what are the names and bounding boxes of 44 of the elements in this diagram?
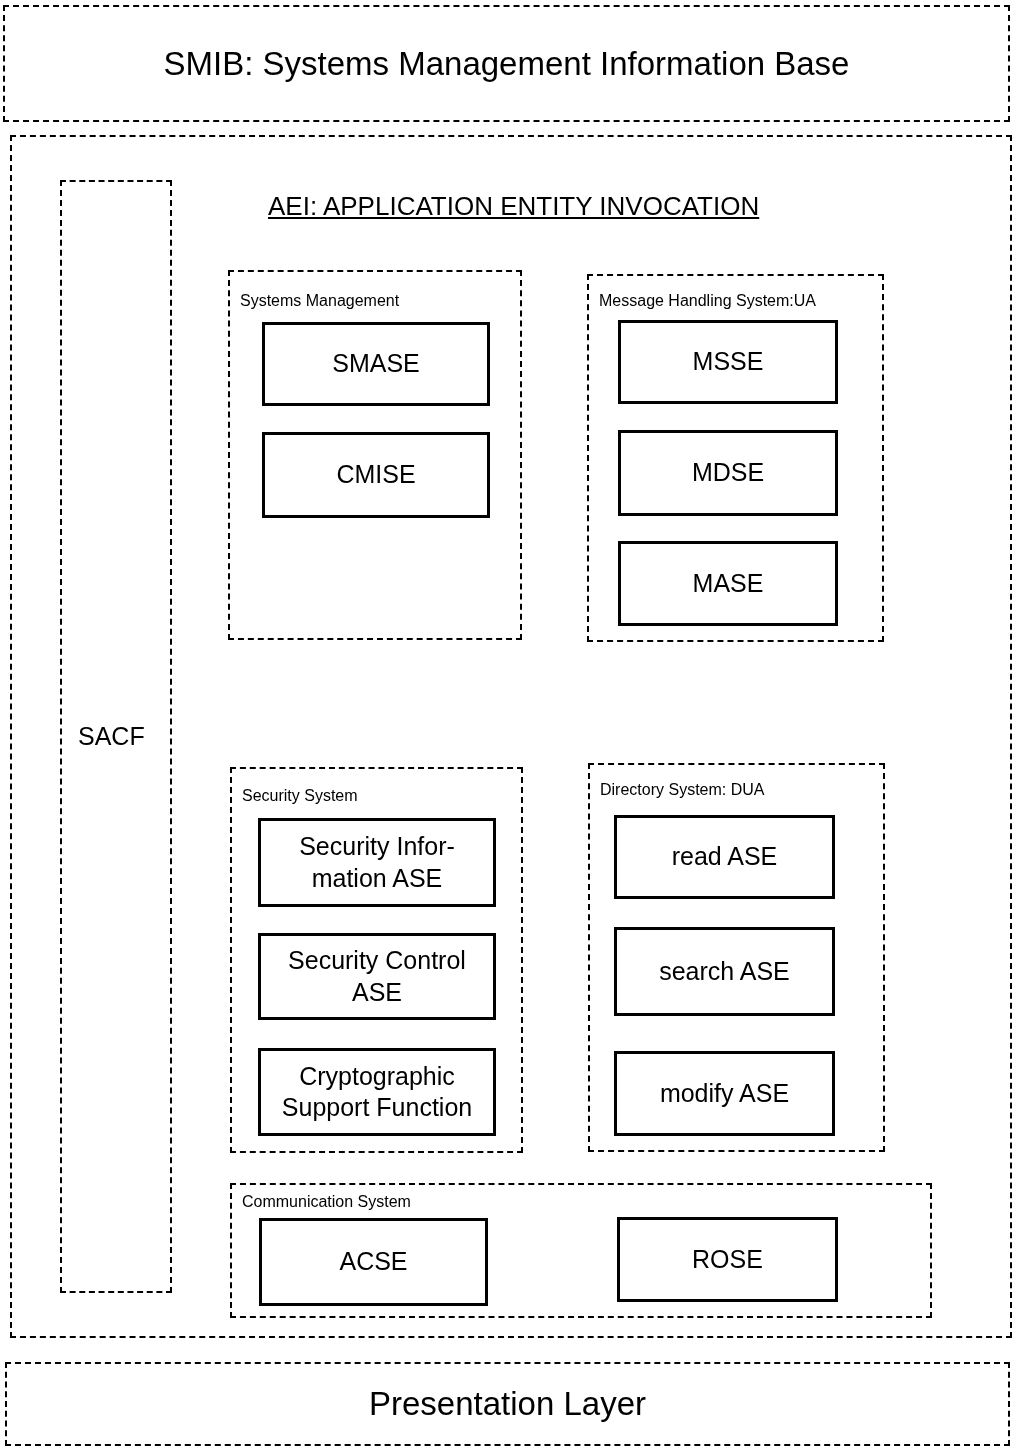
layer-band — [5, 1362, 1010, 1446]
column-label: SACF — [78, 722, 145, 751]
layer-band — [3, 5, 1010, 122]
group-heading: Security System — [242, 787, 358, 805]
frame-heading: AEI: APPLICATION ENTITY INVOCATION — [268, 191, 760, 222]
service-element-box — [618, 320, 838, 404]
control-column — [60, 180, 172, 1293]
element-label: Cryptographic Support Function — [280, 1060, 474, 1123]
service-element-box — [618, 541, 838, 626]
entity-frame — [10, 135, 1012, 1338]
element-label: modify ASE — [659, 1077, 790, 1109]
element-label: MSSE — [692, 346, 764, 378]
group-heading: Communication System — [242, 1193, 411, 1211]
element-label: MASE — [692, 567, 764, 599]
element-label: read ASE — [671, 841, 778, 873]
element-label: SMASE — [332, 348, 420, 380]
system-group — [230, 1183, 932, 1318]
service-element-box — [617, 1217, 838, 1302]
service-element-box — [258, 1048, 496, 1136]
service-element-box — [258, 933, 496, 1020]
element-label: search ASE — [659, 955, 790, 987]
service-element-box — [618, 430, 838, 516]
layer-title: SMIB: Systems Management Information Base — [163, 44, 850, 83]
element-label: ACSE — [339, 1246, 408, 1278]
service-element-box — [614, 927, 835, 1016]
service-element-box — [259, 1218, 488, 1306]
system-group — [588, 763, 885, 1152]
system-group — [228, 270, 522, 640]
element-label: MDSE — [691, 457, 765, 489]
group-heading: Directory System: DUA — [600, 781, 765, 799]
element-label: Security Control ASE — [287, 945, 467, 1008]
layer-title: Presentation Layer — [369, 1385, 646, 1423]
service-element-box — [258, 818, 496, 907]
service-element-box — [262, 432, 490, 518]
system-group — [230, 767, 523, 1153]
element-label: Security Infor- mation ASE — [298, 831, 456, 894]
element-label: ROSE — [692, 1243, 763, 1275]
service-element-box — [614, 815, 835, 899]
group-heading: Message Handling System:UA — [599, 292, 816, 310]
group-heading: Systems Management — [240, 292, 400, 310]
system-group — [587, 274, 884, 642]
service-element-box — [614, 1051, 835, 1136]
element-label: CMISE — [336, 459, 416, 491]
service-element-box — [262, 322, 490, 406]
